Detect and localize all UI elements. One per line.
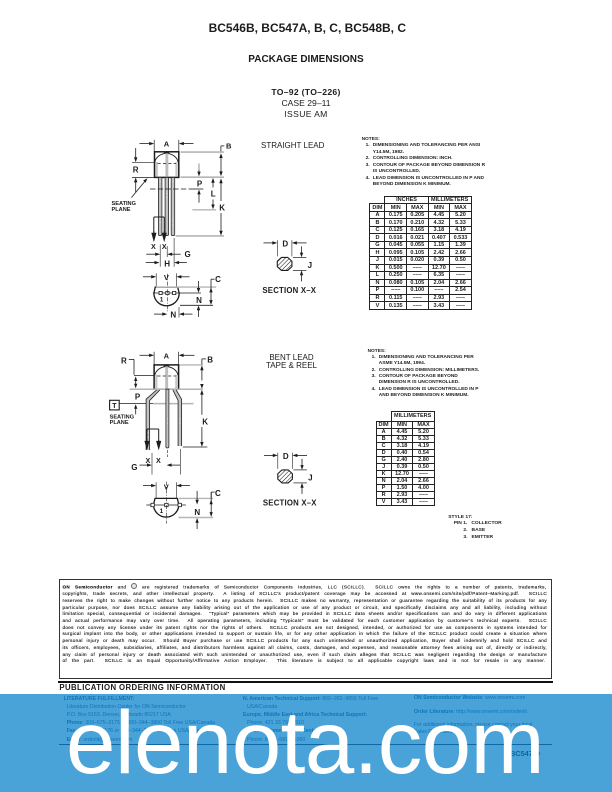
svg-text:C: C xyxy=(215,489,221,498)
svg-text:L: L xyxy=(211,190,216,199)
svg-text:PLANE: PLANE xyxy=(112,207,131,213)
svg-text:T: T xyxy=(112,403,117,410)
svg-text:X: X xyxy=(162,242,167,251)
svg-text:N: N xyxy=(194,508,200,517)
svg-text:H: H xyxy=(164,260,170,269)
svg-text:V: V xyxy=(164,273,169,282)
svg-text:P: P xyxy=(197,179,203,188)
svg-text:1: 1 xyxy=(160,296,164,303)
svg-text:PLANE: PLANE xyxy=(110,420,129,426)
svg-text:A: A xyxy=(164,140,170,149)
svg-text:N: N xyxy=(196,296,202,305)
svg-text:P: P xyxy=(135,393,141,402)
svg-text:SECTION X–X: SECTION X–X xyxy=(263,499,317,508)
svg-text:G: G xyxy=(184,250,190,259)
svg-text:B: B xyxy=(226,142,232,151)
svg-text:R: R xyxy=(121,357,127,366)
svg-text:A: A xyxy=(164,352,170,361)
svg-text:R: R xyxy=(133,165,139,174)
svg-text:X: X xyxy=(146,456,151,465)
svg-text:K: K xyxy=(219,203,225,212)
svg-text:J: J xyxy=(308,473,312,482)
svg-text:N: N xyxy=(170,310,176,319)
svg-text:D: D xyxy=(282,239,288,248)
svg-text:SEATING: SEATING xyxy=(112,201,136,207)
svg-text:1: 1 xyxy=(160,508,164,515)
svg-text:B: B xyxy=(207,356,213,365)
svg-text:C: C xyxy=(215,275,221,284)
svg-text:X: X xyxy=(151,242,156,251)
svg-text:J: J xyxy=(308,261,312,270)
svg-text:G: G xyxy=(131,463,137,472)
svg-text:SECTION X–X: SECTION X–X xyxy=(262,286,316,295)
svg-text:X: X xyxy=(156,456,161,465)
svg-text:D: D xyxy=(283,452,289,461)
svg-text:SEATING: SEATING xyxy=(110,414,134,420)
svg-text:K: K xyxy=(202,417,208,426)
svg-text:V: V xyxy=(164,482,169,491)
